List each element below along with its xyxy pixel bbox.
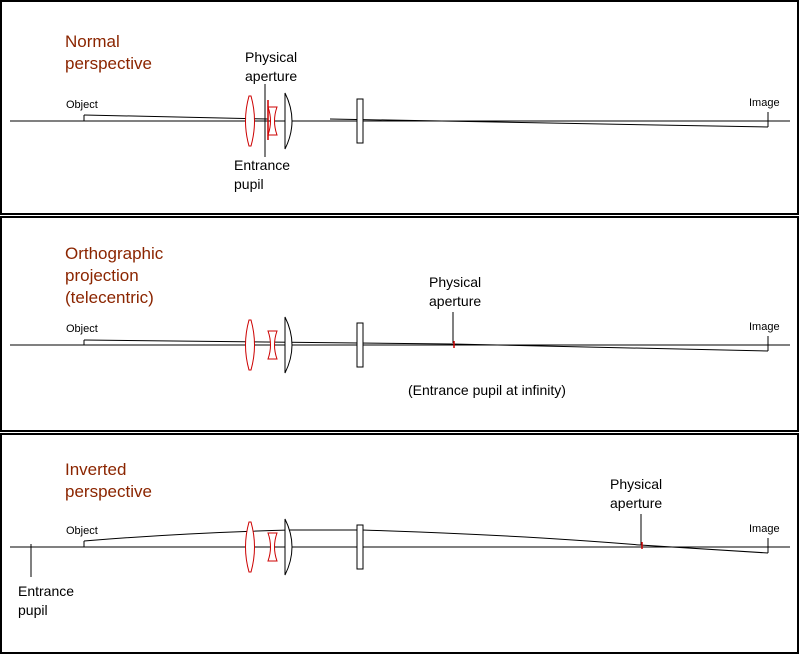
panel-title: (telecentric) bbox=[65, 288, 154, 307]
panel-title: Orthographic bbox=[65, 244, 164, 263]
image-label: Image bbox=[749, 523, 780, 535]
aperture-label: aperture bbox=[245, 68, 297, 84]
aperture-label: Physical bbox=[245, 49, 297, 65]
panel-title: Normal bbox=[65, 32, 120, 51]
panel-border bbox=[0, 216, 799, 432]
panel-border bbox=[0, 433, 799, 654]
pupil-label: Entrance bbox=[18, 583, 74, 599]
optical-axis-group bbox=[10, 312, 790, 374]
ray bbox=[83, 339, 453, 345]
pupil-note: (Entrance pupil at infinity) bbox=[408, 382, 566, 398]
pupil-label: Entrance bbox=[234, 157, 290, 173]
panel-title: perspective bbox=[65, 482, 152, 501]
ray bbox=[83, 114, 269, 120]
panel-normal-perspective: Normal perspective Object Image Physical… bbox=[0, 0, 799, 215]
panel-title: projection bbox=[65, 266, 139, 285]
ray bbox=[451, 343, 769, 352]
object-label: Object bbox=[66, 99, 98, 111]
aperture-label: Physical bbox=[429, 274, 481, 290]
object-label: Object bbox=[66, 525, 98, 537]
panel-inverted-perspective: Inverted perspective Object Image Physic… bbox=[0, 433, 799, 654]
aperture-label: Physical bbox=[610, 476, 662, 492]
object-label: Object bbox=[66, 323, 98, 335]
panel-title: Inverted bbox=[65, 460, 126, 479]
pupil-label: pupil bbox=[18, 602, 48, 618]
panel-title: perspective bbox=[65, 54, 152, 73]
optical-axis-group bbox=[10, 84, 790, 157]
image-label: Image bbox=[749, 97, 780, 109]
panel-orthographic-projection: Orthographic projection (telecentric) Ob… bbox=[0, 216, 799, 432]
panel-border bbox=[0, 0, 799, 215]
optical-axis-group bbox=[10, 514, 790, 577]
image-label: Image bbox=[749, 321, 780, 333]
ray bbox=[329, 118, 769, 128]
pupil-label: pupil bbox=[234, 176, 264, 192]
aperture-label: aperture bbox=[610, 495, 662, 511]
aperture-label: aperture bbox=[429, 293, 481, 309]
